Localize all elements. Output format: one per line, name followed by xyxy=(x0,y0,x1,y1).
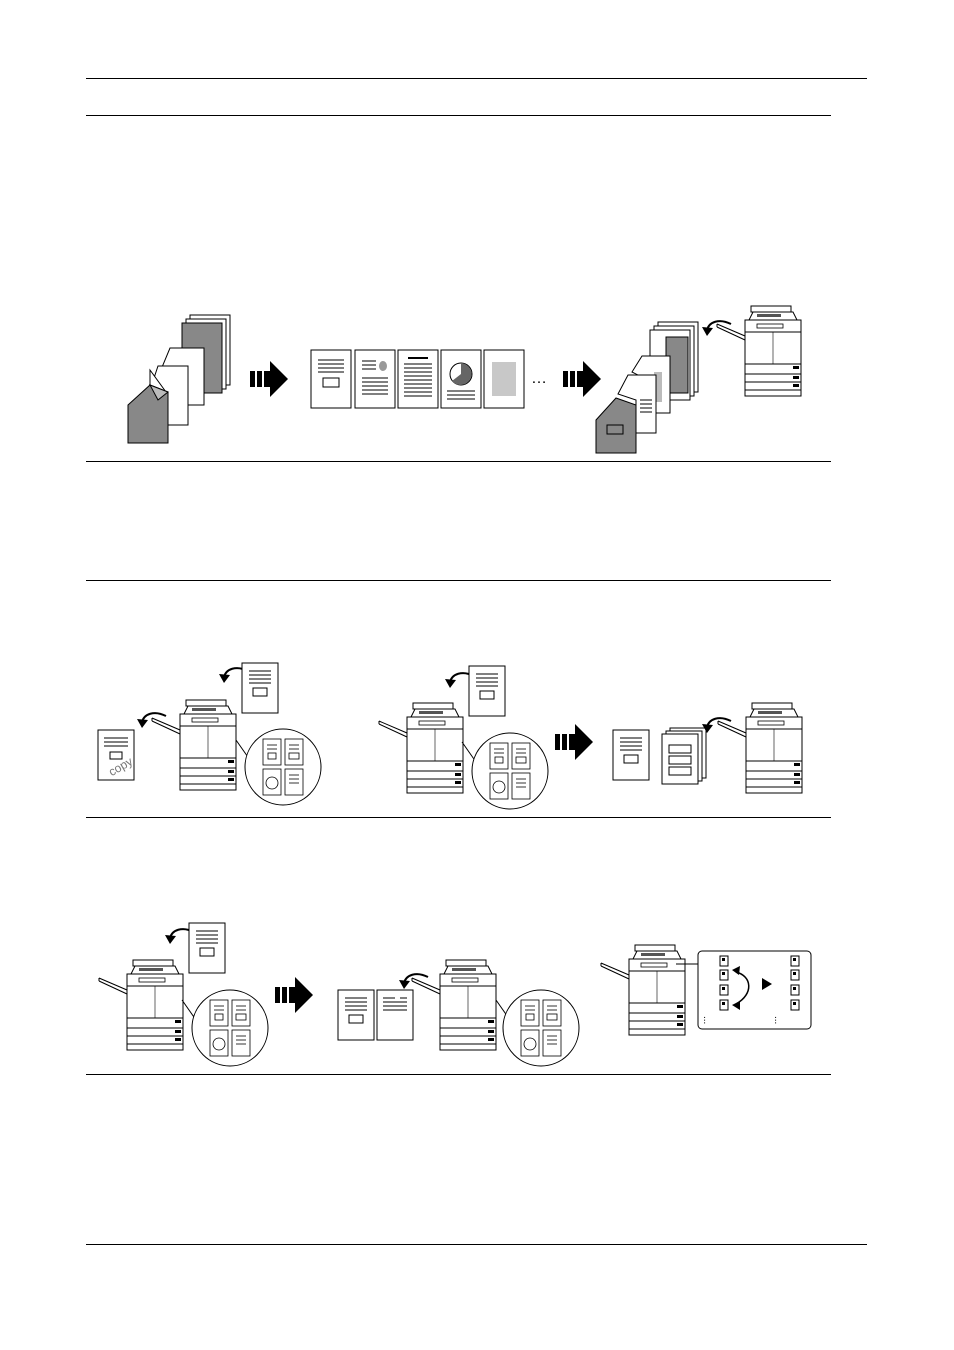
copier-icon xyxy=(98,959,184,1051)
svg-text:...: ... xyxy=(772,1016,783,1024)
document-page-icon xyxy=(337,989,375,1041)
svg-text:...: ... xyxy=(701,1016,712,1024)
document-page-icon xyxy=(188,922,226,974)
ellipsis: … xyxy=(531,370,547,387)
output-sets-icon xyxy=(612,727,707,785)
section-rule-1 xyxy=(86,115,831,116)
section-rule-4 xyxy=(86,817,831,818)
edited-page-icon xyxy=(376,989,414,1041)
copier-icon xyxy=(600,944,686,1036)
footer-rule xyxy=(86,1244,867,1245)
edit-zoom-icon xyxy=(502,989,580,1067)
page-sequence xyxy=(310,349,525,409)
double-arrow-icon xyxy=(275,977,313,1013)
sample-copy-page-icon: copy xyxy=(97,729,135,781)
section-rule-5 xyxy=(86,1074,831,1075)
header-rule xyxy=(86,78,867,79)
section-rule-3 xyxy=(86,580,831,581)
output-stack-icon xyxy=(595,321,699,454)
stored-zoom-icon xyxy=(191,989,269,1067)
section-rule-2 xyxy=(86,461,831,462)
originals-stack-icon xyxy=(127,314,231,444)
copier-icon xyxy=(411,959,497,1051)
page-reorder-panel: ... ... xyxy=(697,950,812,1030)
